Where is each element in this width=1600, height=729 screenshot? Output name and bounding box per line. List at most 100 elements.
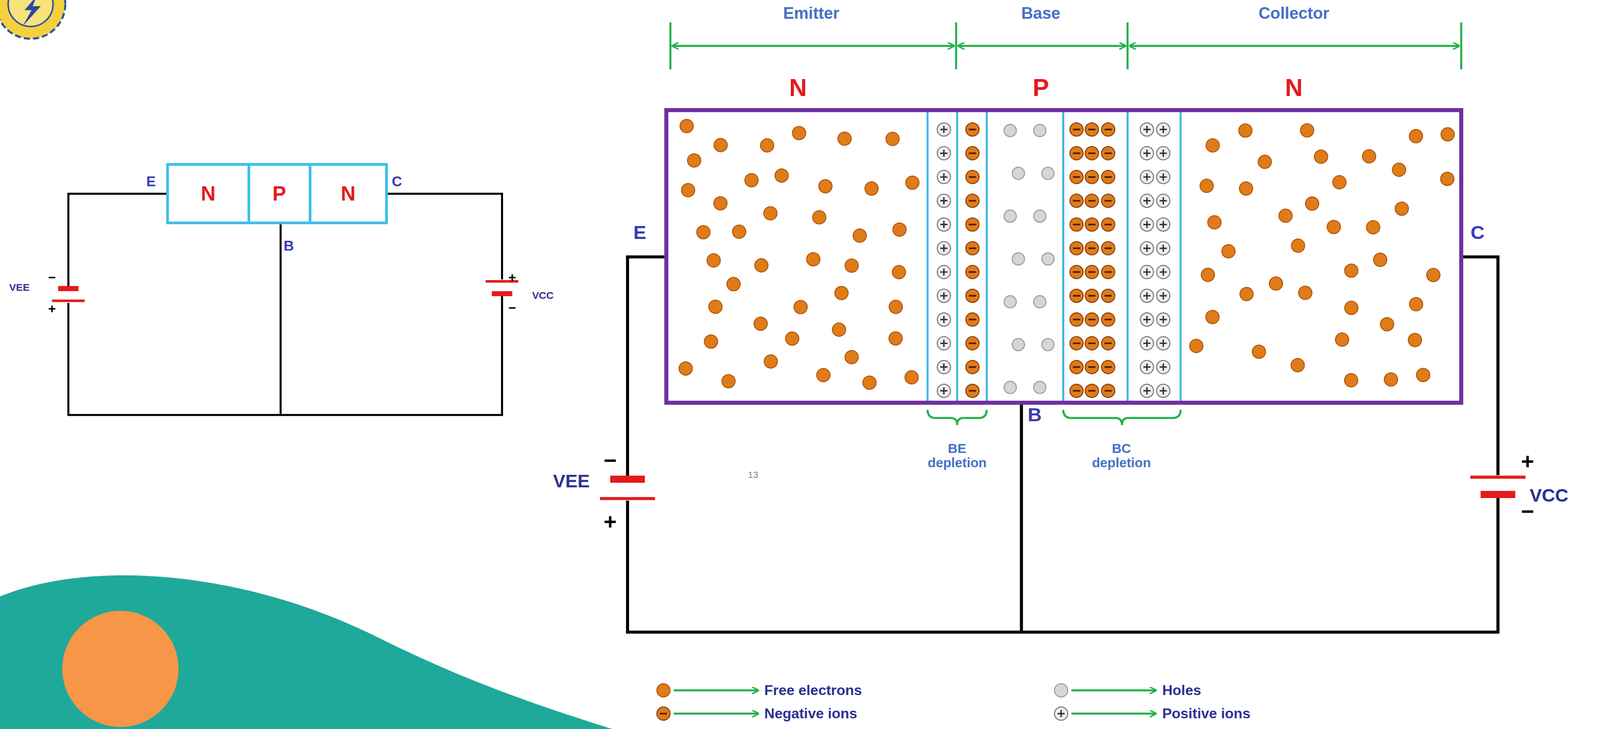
plus-mark bbox=[1143, 221, 1151, 229]
negative-ion bbox=[1085, 170, 1099, 184]
legend-entry: Free electrons bbox=[653, 681, 862, 700]
free-electron bbox=[1222, 244, 1236, 259]
minus-mark bbox=[1072, 319, 1080, 321]
negative-ion bbox=[965, 170, 980, 184]
hole bbox=[1012, 338, 1025, 351]
free-electron bbox=[1201, 268, 1215, 282]
free-electron bbox=[681, 183, 695, 198]
depletion-brace bbox=[927, 410, 987, 426]
minus-mark bbox=[1088, 271, 1096, 273]
negative-ion bbox=[1101, 360, 1115, 374]
free-electron bbox=[1395, 201, 1409, 216]
negative-ion bbox=[1070, 313, 1084, 327]
positive-ion bbox=[937, 336, 951, 351]
legend-text: Free electrons bbox=[764, 682, 863, 699]
free-electron bbox=[844, 350, 859, 365]
free-electron bbox=[775, 168, 789, 183]
part-label: − bbox=[603, 448, 617, 474]
part-label: 13 bbox=[747, 470, 759, 481]
plus-mark bbox=[940, 340, 948, 348]
minus-mark bbox=[1072, 176, 1080, 178]
positive-ion bbox=[1140, 313, 1154, 327]
free-electron bbox=[1440, 172, 1454, 186]
part-label: B bbox=[1027, 404, 1042, 426]
free-electron bbox=[679, 361, 693, 376]
positive-ion bbox=[1156, 218, 1171, 232]
hole bbox=[1003, 295, 1017, 308]
hole bbox=[1003, 209, 1017, 223]
plus-mark bbox=[940, 149, 948, 157]
negative-ion bbox=[1070, 360, 1084, 374]
free-electron bbox=[905, 176, 920, 190]
legend-arrow bbox=[1071, 712, 1156, 715]
logo-gear bbox=[0, 0, 66, 39]
minus-mark bbox=[1072, 152, 1080, 155]
free-electron bbox=[1426, 268, 1441, 282]
free-electron bbox=[732, 225, 746, 239]
free-electron bbox=[844, 259, 859, 273]
positive-ion bbox=[937, 194, 951, 208]
minus-mark bbox=[1072, 128, 1080, 131]
positive-ion bbox=[1156, 384, 1171, 398]
plus-mark bbox=[1143, 292, 1151, 300]
negative-ion bbox=[965, 146, 980, 160]
hole bbox=[1033, 124, 1046, 137]
minus-mark bbox=[968, 223, 976, 226]
minus-mark bbox=[1072, 366, 1080, 369]
minus-mark bbox=[968, 176, 976, 178]
negative-ion bbox=[1070, 194, 1084, 208]
part-label: − bbox=[1520, 499, 1534, 525]
free-electron bbox=[892, 265, 906, 279]
positive-ion bbox=[1156, 170, 1171, 184]
part-label: E bbox=[146, 173, 156, 190]
minus-mark bbox=[659, 713, 668, 715]
junction-line bbox=[985, 112, 988, 401]
positive-ion bbox=[1156, 241, 1171, 256]
hole bbox=[1003, 124, 1017, 137]
legend-entry: Positive ions bbox=[1050, 704, 1251, 723]
negative-ion bbox=[1085, 265, 1099, 279]
legend-arrow bbox=[1071, 689, 1156, 692]
minus-mark bbox=[1104, 390, 1112, 392]
plus-mark bbox=[1159, 268, 1168, 276]
legend-sample bbox=[653, 704, 761, 723]
battery-plate bbox=[600, 497, 656, 501]
minus-mark bbox=[968, 152, 976, 155]
part-label: C bbox=[391, 173, 403, 190]
free-electron bbox=[886, 132, 900, 146]
minus-mark bbox=[1088, 176, 1096, 178]
negative-ion bbox=[1085, 313, 1099, 327]
logo-bolt bbox=[22, 0, 41, 27]
negative-ion bbox=[1070, 336, 1084, 351]
free-electron bbox=[680, 119, 694, 133]
free-electron bbox=[834, 286, 849, 300]
negative-ion bbox=[965, 336, 980, 351]
plus-mark bbox=[940, 268, 948, 276]
part-label: N bbox=[1285, 74, 1303, 101]
minus-mark bbox=[1104, 223, 1112, 226]
positive-ion bbox=[1156, 265, 1171, 279]
minus-mark bbox=[1072, 271, 1080, 273]
minus-mark bbox=[1072, 342, 1080, 345]
plus-mark bbox=[1057, 710, 1065, 718]
part-label: + bbox=[48, 301, 56, 317]
part-label: BE depletion bbox=[925, 441, 989, 471]
plus-mark bbox=[1143, 340, 1151, 348]
free-electron bbox=[1344, 373, 1358, 387]
hole bbox=[1041, 167, 1055, 180]
minus-mark bbox=[1088, 200, 1096, 202]
free-electron bbox=[1298, 286, 1313, 300]
legend-sample bbox=[1050, 704, 1159, 723]
free-electron bbox=[713, 138, 728, 152]
wire bbox=[627, 256, 667, 477]
positive-ion bbox=[937, 265, 951, 279]
positive-ion bbox=[1140, 265, 1154, 279]
free-electron bbox=[1409, 297, 1424, 311]
negative-ion bbox=[965, 194, 980, 208]
free-electron bbox=[656, 683, 671, 698]
hole bbox=[1054, 683, 1068, 698]
plus-mark bbox=[940, 315, 948, 324]
plus-mark bbox=[1143, 387, 1151, 395]
negative-ion bbox=[965, 122, 980, 137]
